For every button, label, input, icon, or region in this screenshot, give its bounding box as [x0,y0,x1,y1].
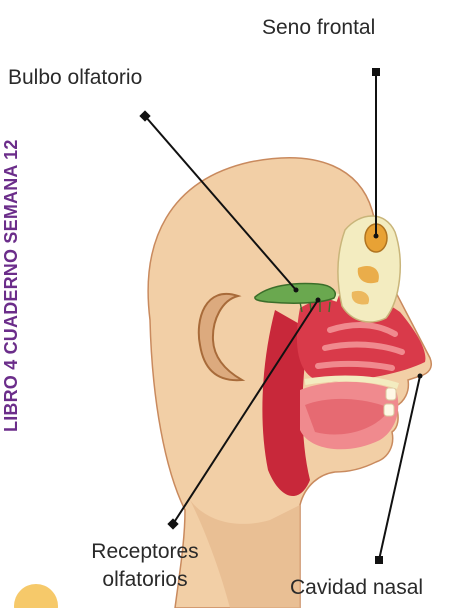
marker-seno-frontal [372,68,380,76]
marker-cavidad-nasal [375,556,383,564]
lower-tooth [384,404,394,416]
label-receptores-line2: olfatorios [80,566,210,594]
pointer-bulbo-olfatorio [294,288,299,293]
upper-tooth [386,388,396,400]
pointer-cavidad-nasal [418,374,423,379]
marker-receptores [167,518,178,529]
pointer-receptores [316,298,321,303]
label-receptores-olfatorios: Receptores olfatorios [80,538,210,594]
label-receptores-line1: Receptores [80,538,210,566]
label-cavidad-nasal: Cavidad nasal [290,576,423,600]
label-seno-frontal: Seno frontal [262,16,375,40]
label-bulbo-olfatorio: Bulbo olfatorio [8,66,142,90]
decorative-orange-circle [14,584,58,608]
pointer-seno-frontal [374,234,379,239]
